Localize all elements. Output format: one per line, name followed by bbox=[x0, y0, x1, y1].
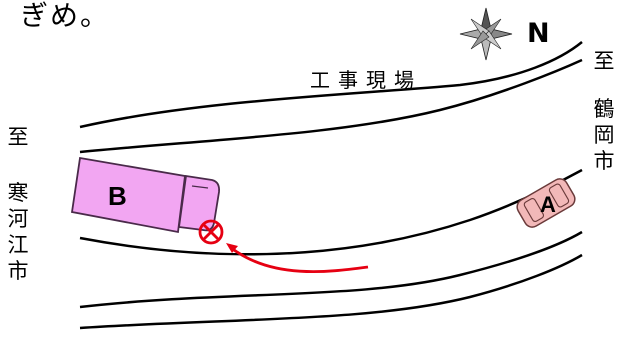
destination-right-char: 市 bbox=[593, 149, 615, 173]
destination-right-char: 至 bbox=[593, 49, 615, 73]
vehicle-a-car bbox=[516, 178, 576, 228]
destination-left-top-char: 至 bbox=[7, 125, 29, 149]
vehicle-a-label: A bbox=[540, 192, 556, 217]
destination-left-char: 江 bbox=[7, 233, 29, 257]
path-arrowhead bbox=[226, 243, 238, 253]
vehicle-b-truck bbox=[70, 156, 221, 234]
north-label: N bbox=[527, 18, 550, 49]
destination-right-char: 岡 bbox=[593, 123, 615, 147]
compass-rose-icon bbox=[459, 7, 513, 61]
destination-left-char: 市 bbox=[7, 259, 29, 283]
destination-left-top: 至 bbox=[6, 124, 30, 150]
vehicle-b-label: B bbox=[108, 181, 127, 211]
destination-right-char: 鶴 bbox=[593, 97, 615, 121]
road-line-1 bbox=[79, 41, 583, 129]
construction-site-label: 工事現場 bbox=[310, 68, 422, 92]
road-line-4 bbox=[79, 230, 583, 309]
destination-left: 寒 河 江 市 bbox=[6, 180, 30, 284]
vehicle-a-path bbox=[229, 245, 369, 273]
top-text-fragment: ぎめ。 bbox=[20, 0, 111, 32]
road-line-2 bbox=[79, 58, 583, 154]
destination-left-char: 寒 bbox=[7, 181, 29, 205]
collision-mark-icon bbox=[198, 219, 224, 245]
destination-right: 至 鶴 岡 市 bbox=[592, 48, 616, 174]
destination-left-char: 河 bbox=[7, 207, 29, 231]
road-line-5 bbox=[79, 253, 583, 330]
